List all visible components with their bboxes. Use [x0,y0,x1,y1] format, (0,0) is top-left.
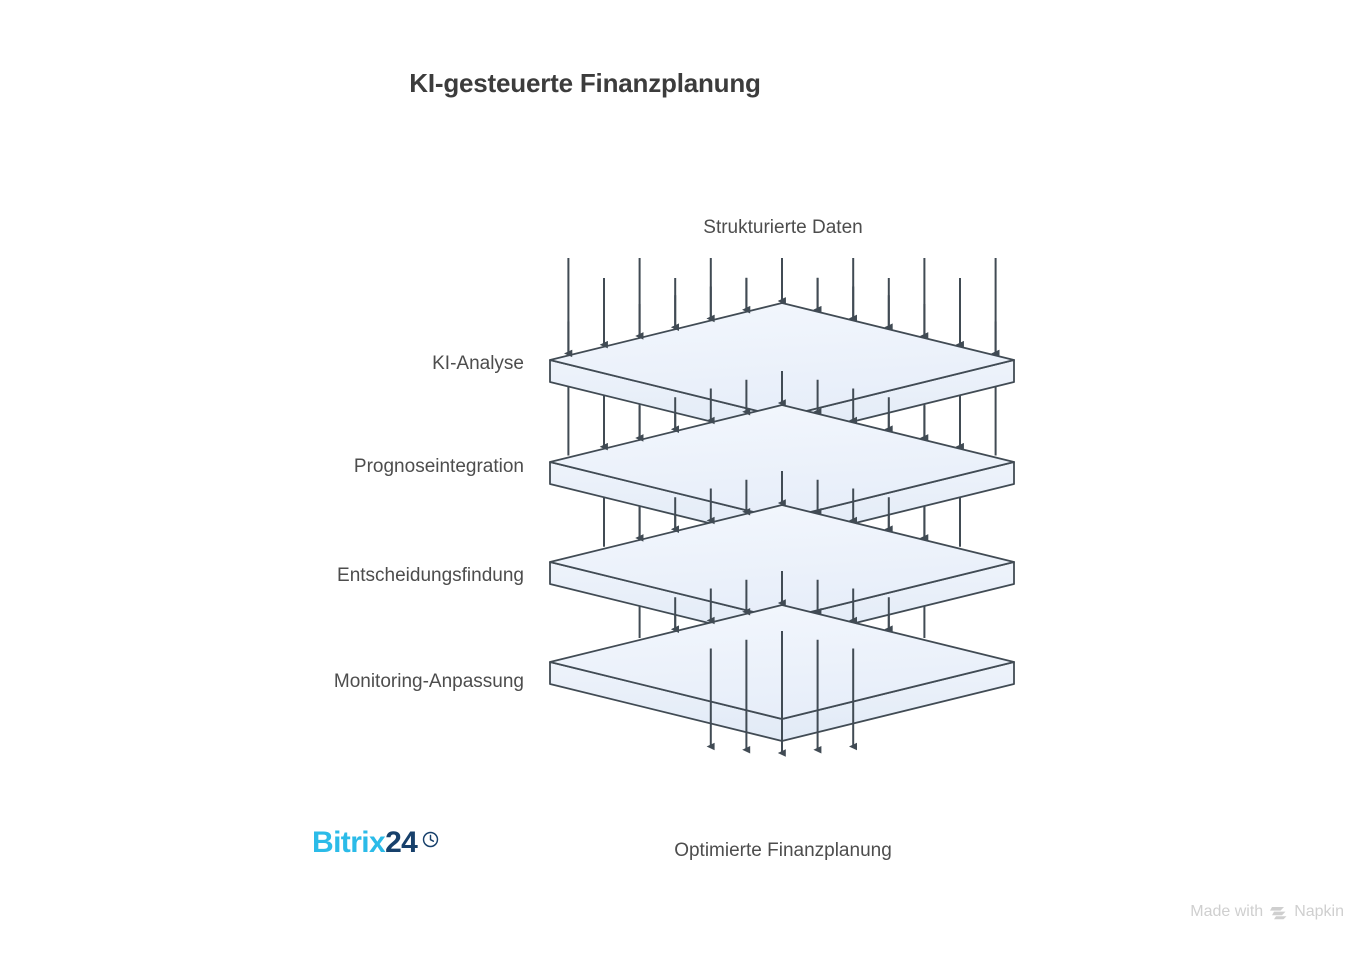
napkin-logo-icon [1270,905,1287,920]
input-label: Strukturierte Daten [703,217,863,238]
logo-text-secondary: 24 [385,826,418,859]
made-with-text: Made with [1190,903,1264,920]
clock-icon [422,831,439,848]
napkin-product-name: Napkin [1294,903,1344,920]
logo-text-primary: Bitrix [312,826,386,859]
made-with-napkin: Made with Napkin [1190,903,1344,921]
output-label: Optimierte Finanzplanung [674,840,892,861]
page-title: KI-gesteuerte Finanzplanung [409,68,761,98]
flow-arrows-front [564,269,1000,757]
